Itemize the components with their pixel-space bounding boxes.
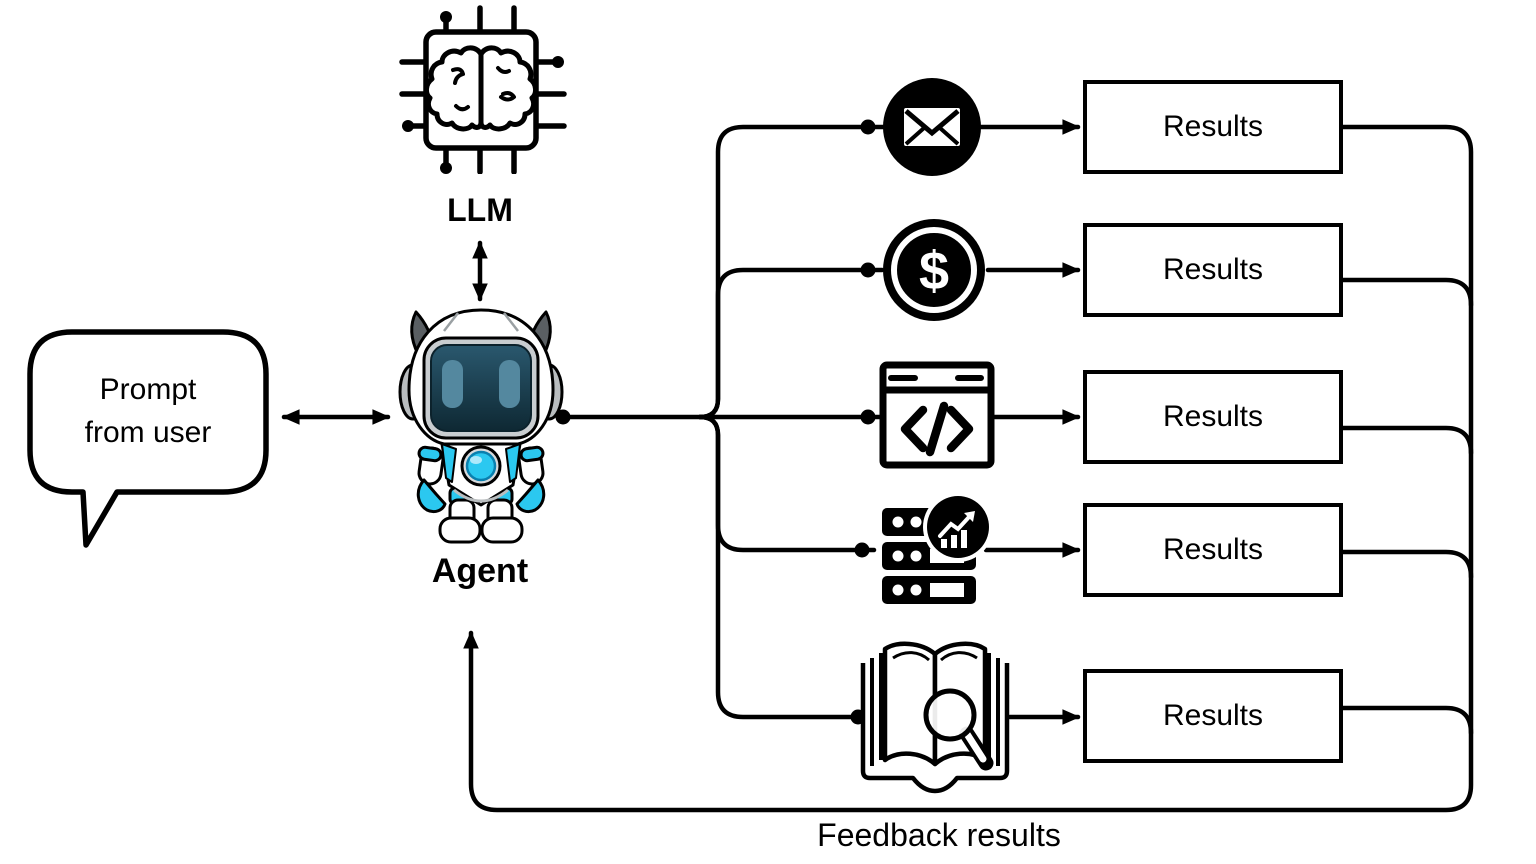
email-circle-icon <box>883 78 981 176</box>
feedback-join-3 <box>1340 425 1474 456</box>
code-chevrons-glyph <box>900 401 974 457</box>
feedback-join-5 <box>1340 705 1474 736</box>
feedback-results-label: Feedback results <box>817 817 1061 853</box>
growth-chart-glyph <box>938 511 975 548</box>
feedback-join-4 <box>1340 549 1474 580</box>
connector-branch-book <box>697 414 859 720</box>
dollar-coin-icon: $ <box>883 219 985 321</box>
prompt-bubble-text: Prompt from user <box>30 338 266 486</box>
brain-glyph <box>424 45 538 132</box>
robot-eye-right <box>499 360 520 408</box>
connector-branch-server <box>697 414 877 553</box>
agent-label: Agent <box>431 552 529 590</box>
feedback-join-2 <box>1340 277 1474 308</box>
magnifier-glyph <box>923 688 994 771</box>
robot-arms <box>416 445 546 514</box>
prompt-line-1: Prompt <box>99 373 197 407</box>
agent-robot-illustration <box>398 308 564 544</box>
llm-label: LLM <box>447 192 513 228</box>
dollar-glyph: $ <box>919 241 949 301</box>
speech-bubble <box>27 329 269 548</box>
connector-branch-dollar <box>697 267 885 420</box>
results-box-email: Results <box>1083 80 1343 174</box>
llm-chip-brain-icon <box>399 5 567 174</box>
code-window-icon <box>879 361 995 469</box>
server-analytics-icon <box>882 494 990 604</box>
results-box-analytics: Results <box>1083 503 1343 597</box>
prompt-line-2: from user <box>84 416 212 449</box>
book-magnifier-icon <box>860 641 1010 794</box>
results-box-research: Results <box>1083 669 1343 763</box>
results-box-payments: Results <box>1083 223 1343 317</box>
robot-eye-left <box>442 360 463 408</box>
feedback-loop-line <box>463 124 1474 813</box>
results-box-code: Results <box>1083 370 1343 464</box>
